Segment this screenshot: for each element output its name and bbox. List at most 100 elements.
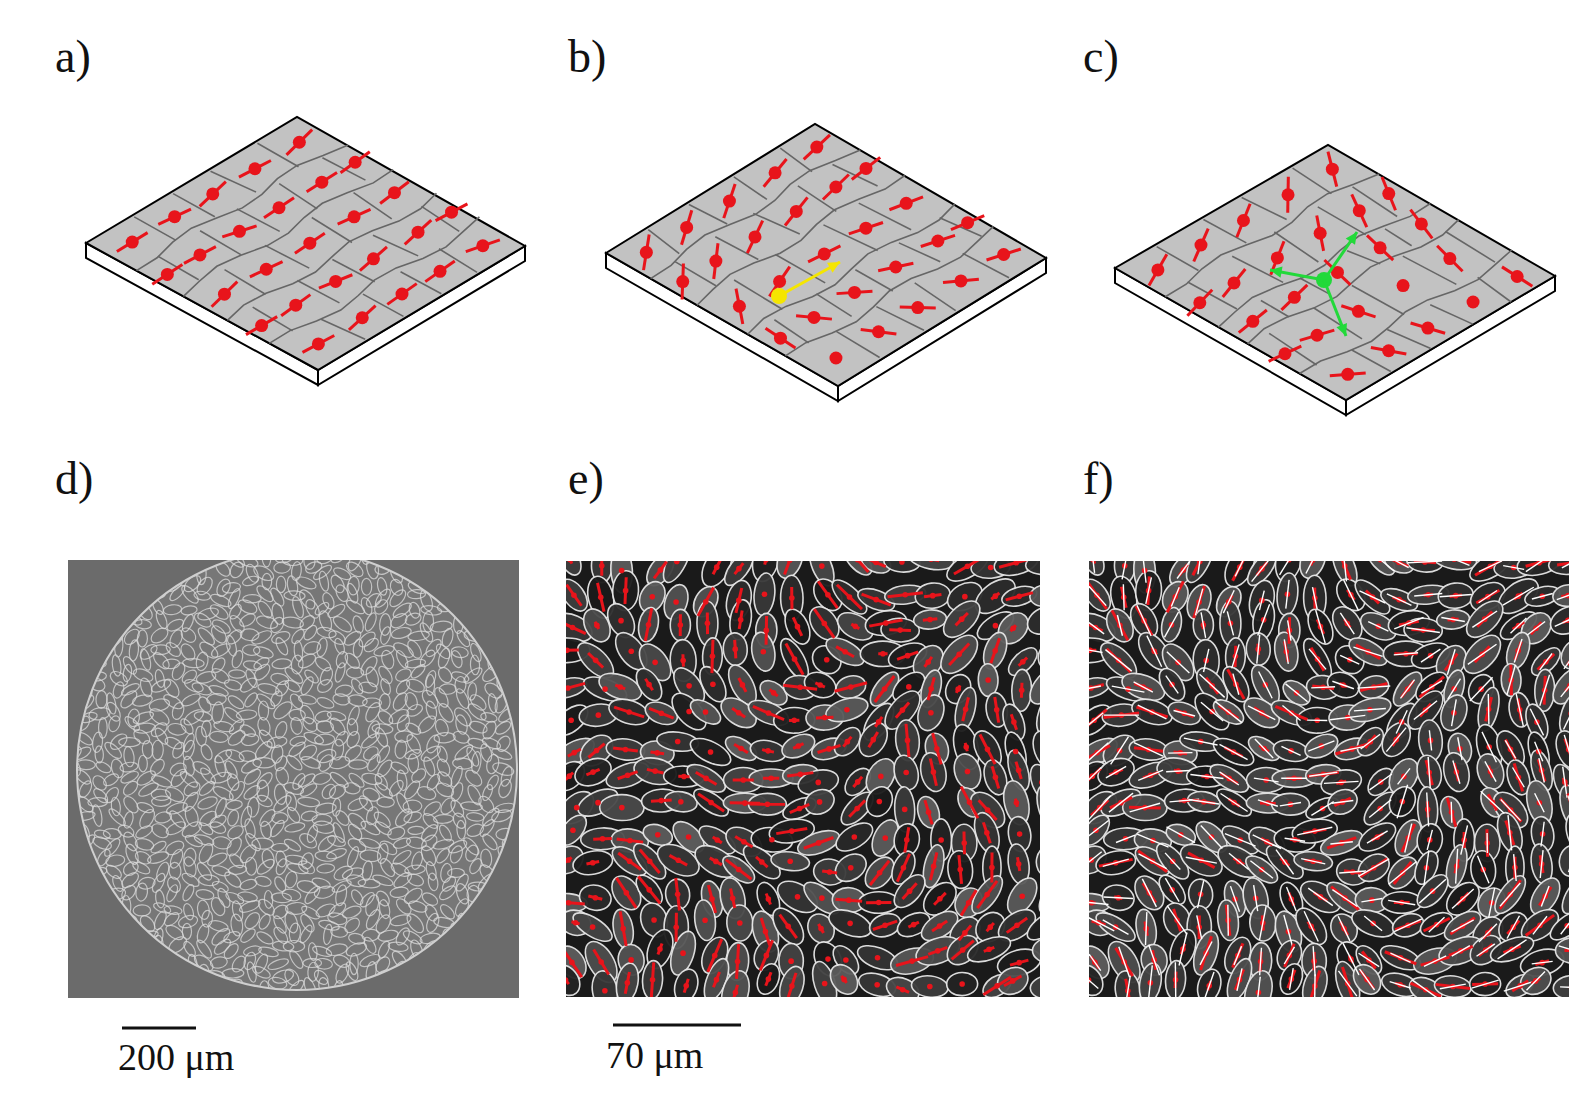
cell-center: [206, 187, 219, 200]
cell-center: [600, 836, 606, 842]
cell-center: [741, 839, 747, 845]
cell-boundary: [648, 230, 679, 254]
cell-center: [797, 685, 803, 691]
cell-outline: [193, 590, 211, 601]
cell-center: [1013, 749, 1019, 755]
cell-outline: [70, 662, 92, 685]
director-line: [761, 918, 770, 945]
cell-center: [736, 598, 742, 604]
cell-outline: [230, 913, 244, 936]
cell-outline: [212, 937, 233, 957]
cell-center: [168, 210, 181, 223]
cell-center: [652, 768, 658, 774]
cell-center: [766, 710, 772, 716]
cell-center: [598, 959, 604, 965]
cell-outline: [283, 665, 305, 686]
cell-outline: [469, 897, 490, 919]
cell-center: [822, 715, 828, 721]
cell-center: [931, 234, 944, 247]
cell-outline: [483, 611, 500, 633]
cell-boundary: [1385, 229, 1412, 246]
cell-center: [570, 625, 576, 631]
cell-center: [657, 946, 663, 952]
cell-outline: [800, 668, 839, 703]
cell-outline: [481, 587, 498, 610]
cell-outline: [68, 977, 80, 998]
cell-outline: [341, 866, 365, 882]
cell-center: [714, 564, 720, 570]
cell-center: [1353, 204, 1366, 217]
cell-center: [647, 858, 653, 864]
cell-center: [1016, 861, 1022, 867]
cell-outline: [631, 664, 667, 705]
director-line: [875, 717, 882, 727]
cell-outline: [434, 846, 451, 865]
cell-center: [312, 337, 325, 350]
cell-outline: [283, 678, 302, 694]
director-line: [387, 284, 416, 305]
cell-center: [619, 805, 625, 811]
cell-outline: [302, 884, 322, 906]
director-line: [597, 583, 604, 612]
cell-outline: [118, 964, 138, 980]
cell-center: [1237, 214, 1250, 227]
director-line: [341, 152, 370, 173]
cell-outline: [423, 903, 440, 923]
cell-outline: [342, 915, 362, 935]
cell-outline: [222, 581, 242, 594]
director-line: [645, 608, 651, 641]
cell-outline: [978, 664, 998, 697]
cell-outline: [238, 675, 259, 694]
cell-outline: [229, 670, 246, 679]
cell-center: [628, 957, 634, 963]
cell-outline: [103, 828, 122, 840]
cell-center: [930, 593, 936, 599]
cell-outline: [177, 913, 199, 929]
cell-outline: [484, 909, 504, 928]
cell-outline: [224, 634, 238, 657]
cell-outline: [482, 928, 500, 943]
cell-outline: [87, 603, 106, 616]
cell-outline: [478, 901, 500, 915]
cell-outline: [68, 755, 83, 779]
cell-outline: [332, 980, 344, 998]
cell-center: [573, 920, 579, 926]
cell-center: [841, 977, 847, 983]
cell-center: [993, 775, 999, 781]
cell-center: [818, 926, 824, 932]
cell-center: [673, 924, 679, 930]
director-line: [696, 772, 717, 784]
cell-center: [855, 779, 861, 785]
cell-outline: [449, 649, 464, 669]
cell-outline: [313, 884, 336, 900]
cell-center: [962, 594, 968, 600]
director-line: [896, 702, 909, 717]
cell-center: [703, 776, 709, 782]
cell-center: [627, 858, 633, 864]
director-line: [888, 593, 923, 597]
cell-outline: [375, 978, 393, 998]
cell-outline: [442, 560, 456, 567]
cell-outline: [481, 560, 501, 578]
cell-center: [732, 646, 738, 652]
cell-outline: [117, 979, 138, 998]
cell-outline: [284, 753, 304, 772]
cell-outline: [117, 604, 138, 617]
cell-center: [218, 288, 231, 301]
cell-outline: [192, 610, 214, 630]
cell-center: [476, 239, 489, 252]
director-line: [849, 800, 865, 816]
cell-outline: [68, 896, 78, 916]
cell-outline: [346, 667, 364, 679]
cell-center: [1311, 329, 1324, 342]
cell-outline: [289, 716, 304, 735]
cell-center: [568, 717, 574, 723]
colony-edge: [77, 560, 517, 990]
cell-outline: [178, 717, 195, 736]
cell-outline: [468, 560, 483, 567]
cell-outline: [453, 602, 471, 614]
director-line: [733, 985, 737, 997]
cell-outline: [478, 950, 501, 969]
cell-center: [824, 657, 830, 663]
cell-outline: [831, 817, 877, 856]
